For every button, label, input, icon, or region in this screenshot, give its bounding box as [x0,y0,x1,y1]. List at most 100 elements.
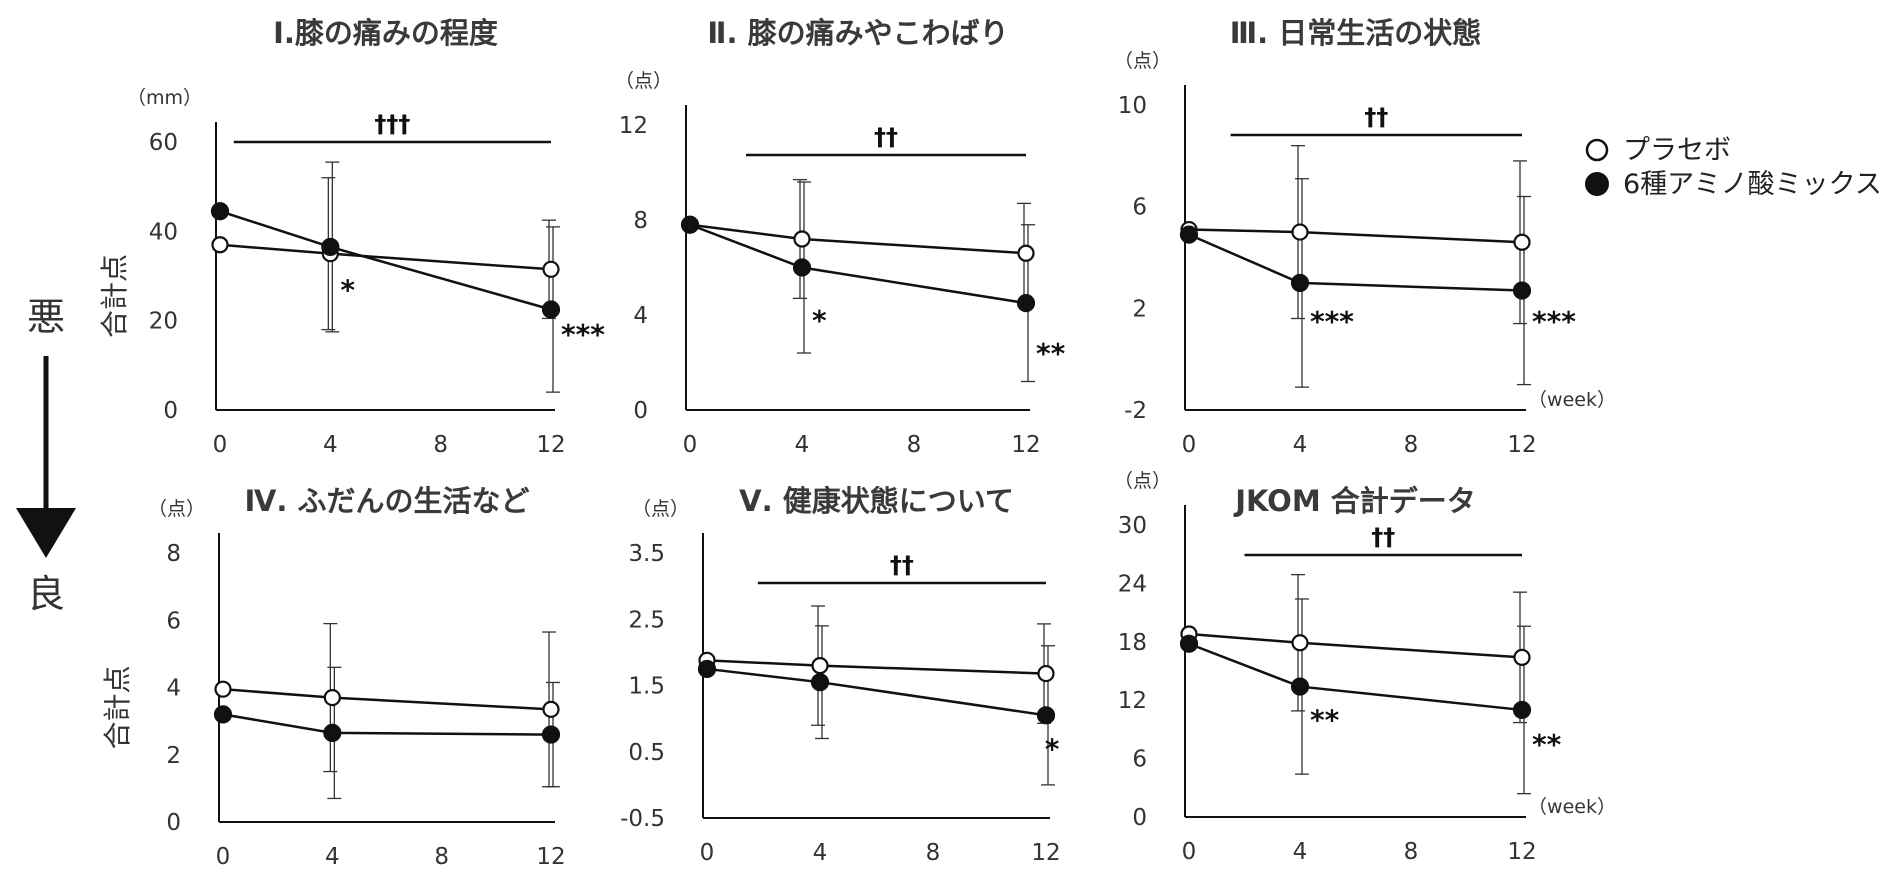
y-tick-label: 12 [619,113,648,139]
point-placebo [1513,648,1531,666]
panel-title: JKOM 合計データ [1233,484,1476,518]
x-unit-label: （week） [1528,389,1616,411]
panel-title: I.膝の痛みの程度 [273,16,498,50]
point-placebo [811,657,829,675]
panel-title: Ⅴ. 健康状態について [739,484,1014,518]
x-tick-label: 0 [700,840,715,866]
x-tick-label: 0 [683,432,698,458]
significance-label: †† [1364,103,1388,131]
x-tick-label: 12 [1011,432,1040,458]
point-placebo [542,700,560,718]
series-placebo [222,622,556,788]
severity-indicator: 悪 良 [16,295,76,616]
bad-label: 悪 [27,295,65,339]
significance-annotation: * [1045,732,1060,765]
x-tick-label: 12 [1507,839,1536,865]
series-line [1188,228,1523,244]
significance-annotation: ** [1036,337,1066,370]
y-unit-label: （点） [632,498,689,520]
significance-annotation: * [812,304,827,337]
significance-label: †† [890,551,914,579]
x-unit-label: （week） [1528,796,1616,818]
significance-annotation: *** [1532,305,1576,338]
y-tick-label: 40 [149,219,178,245]
y-unit-label: （点） [615,70,672,92]
y-tick-label: 0 [166,810,181,836]
significance-annotation: * [340,273,355,306]
point-placebo [323,688,341,707]
significance-annotation: *** [561,318,605,351]
series-line [219,210,552,311]
x-tick-label: 4 [795,432,810,458]
series-line [222,713,552,736]
series-placebo [1188,145,1527,325]
y-axis-label: 合計点 [98,254,131,338]
y-tick-label: 0 [1132,805,1147,831]
x-tick-label: 0 [213,432,228,458]
point-placebo [1291,223,1309,241]
point-placebo [1513,233,1531,251]
x-tick-label: 8 [434,844,449,870]
legend-amino-label: 6種アミノ酸ミックス [1623,169,1882,200]
series-line [1188,233,1523,292]
point-amino-mix [1512,700,1532,720]
legend-amino-marker [1585,172,1609,196]
panel-title: Ⅲ. 日常生活の状態 [1230,16,1482,50]
y-tick-label: -2 [1124,398,1147,424]
significance-label: †† [1371,523,1395,551]
x-tick-label: 8 [926,840,941,866]
x-tick-label: 4 [323,432,338,458]
point-placebo [1037,664,1055,683]
significance-label: ††† [374,110,410,138]
legend: プラセボ 6種アミノ酸ミックス [1585,135,1882,200]
point-amino-mix [210,202,230,221]
y-tick-label: 10 [1118,93,1147,119]
y-unit-label: （点） [1114,470,1171,492]
point-amino-mix [1036,706,1056,725]
y-tick-label: 6 [1132,747,1147,773]
series-line [1188,632,1523,659]
y-tick-label: 24 [1118,571,1147,597]
series-line [689,223,1027,255]
point-amino-mix [323,723,342,742]
series-line [689,223,1027,305]
series-amino-mix [689,181,1035,383]
x-tick-label: 4 [1293,432,1308,458]
y-tick-label: 60 [149,130,178,156]
series-amino-mix [222,666,560,800]
x-tick-label: 12 [1031,840,1060,866]
good-label: 良 [27,572,65,616]
series-line [222,687,552,711]
y-tick-label: 0.5 [628,740,665,766]
x-tick-label: 0 [1182,432,1197,458]
significance-annotation: ** [1310,704,1340,737]
x-tick-label: 4 [325,844,340,870]
point-amino-mix [1512,281,1532,300]
series-amino-mix [219,161,560,393]
y-tick-label: 8 [633,208,648,234]
series-line [219,243,552,271]
point-placebo [214,680,232,698]
x-tick-label: 4 [1293,839,1308,865]
series-line [706,667,1047,717]
legend-placebo-label: プラセボ [1623,135,1731,166]
series-placebo [1188,573,1527,724]
point-amino-mix [1290,273,1310,293]
y-tick-label: 1.5 [628,674,665,700]
y-tick-label: -0.5 [620,806,665,832]
panel-title: Ⅱ. 膝の痛みやこわばり [707,16,1008,50]
y-tick-label: 6 [166,608,181,634]
point-placebo [1017,244,1035,262]
point-amino-mix [541,300,561,319]
y-tick-label: 2 [1132,296,1147,322]
x-tick-label: 8 [907,432,922,458]
point-amino-mix [680,215,700,234]
y-unit-label: （mm） [127,87,202,109]
x-tick-label: 12 [536,432,565,458]
